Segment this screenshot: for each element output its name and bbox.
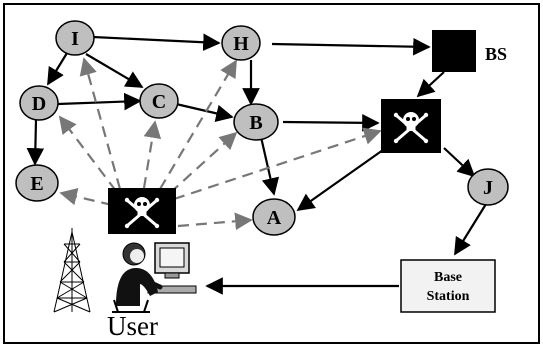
- node-E-label: E: [30, 173, 43, 195]
- node-C: C: [139, 83, 179, 119]
- dashed-to-A: [177, 212, 253, 231]
- node-J: J: [467, 168, 509, 206]
- diagram-frame: [3, 3, 540, 344]
- edge-B-attacker: [282, 114, 380, 132]
- base-station-label-line1: Base: [434, 270, 462, 285]
- attacker-node: [381, 99, 441, 153]
- node-A-label: A: [267, 207, 282, 229]
- node-H-label: H: [233, 33, 249, 55]
- edge-H-BS: [271, 37, 431, 56]
- base-station-label-line2: Station: [427, 289, 470, 304]
- dashed-to-D: [58, 115, 117, 192]
- bs-square: [432, 30, 476, 72]
- bs-label: BS: [485, 44, 507, 64]
- edge-attacker-A: [296, 149, 384, 212]
- dashed-to-H: [159, 59, 237, 190]
- node-C-label: C: [152, 91, 166, 113]
- edge-I-D: [47, 52, 68, 86]
- user-computer-icon: [112, 242, 197, 313]
- edge-BS-attacker: [416, 71, 445, 98]
- dashed-to-E: [59, 188, 113, 207]
- node-E: E: [15, 164, 59, 202]
- tower-icon: [53, 228, 91, 313]
- edge-D-C: [57, 92, 142, 111]
- dashed-to-I: [79, 57, 122, 190]
- node-J-label: J: [483, 177, 493, 199]
- node-B: B: [233, 103, 279, 141]
- edge-attacker-J: [443, 147, 476, 178]
- user-label: User: [107, 311, 158, 341]
- dashed-to-attacker: [173, 127, 382, 201]
- user-attacker-node: [108, 188, 176, 234]
- node-A: A: [252, 198, 296, 236]
- dashed-to-C: [142, 120, 162, 189]
- node-I-label: I: [71, 28, 79, 50]
- edge-I-H: [92, 33, 221, 52]
- node-D: D: [19, 85, 59, 121]
- node-B-label: B: [249, 112, 262, 134]
- node-D-label: D: [32, 93, 46, 115]
- dashed-edges: [58, 57, 382, 231]
- node-I: I: [55, 20, 95, 56]
- edge-I-C: [85, 53, 144, 88]
- base-station-box: Base Station: [400, 259, 496, 313]
- edge-B-A: [259, 136, 280, 196]
- edge-J-basestation: [454, 203, 487, 256]
- edge-D-E: [26, 119, 45, 166]
- node-H: H: [221, 25, 261, 61]
- edge-C-B: [175, 102, 234, 122]
- dashed-to-B: [169, 131, 238, 194]
- solid-edges: [26, 33, 487, 295]
